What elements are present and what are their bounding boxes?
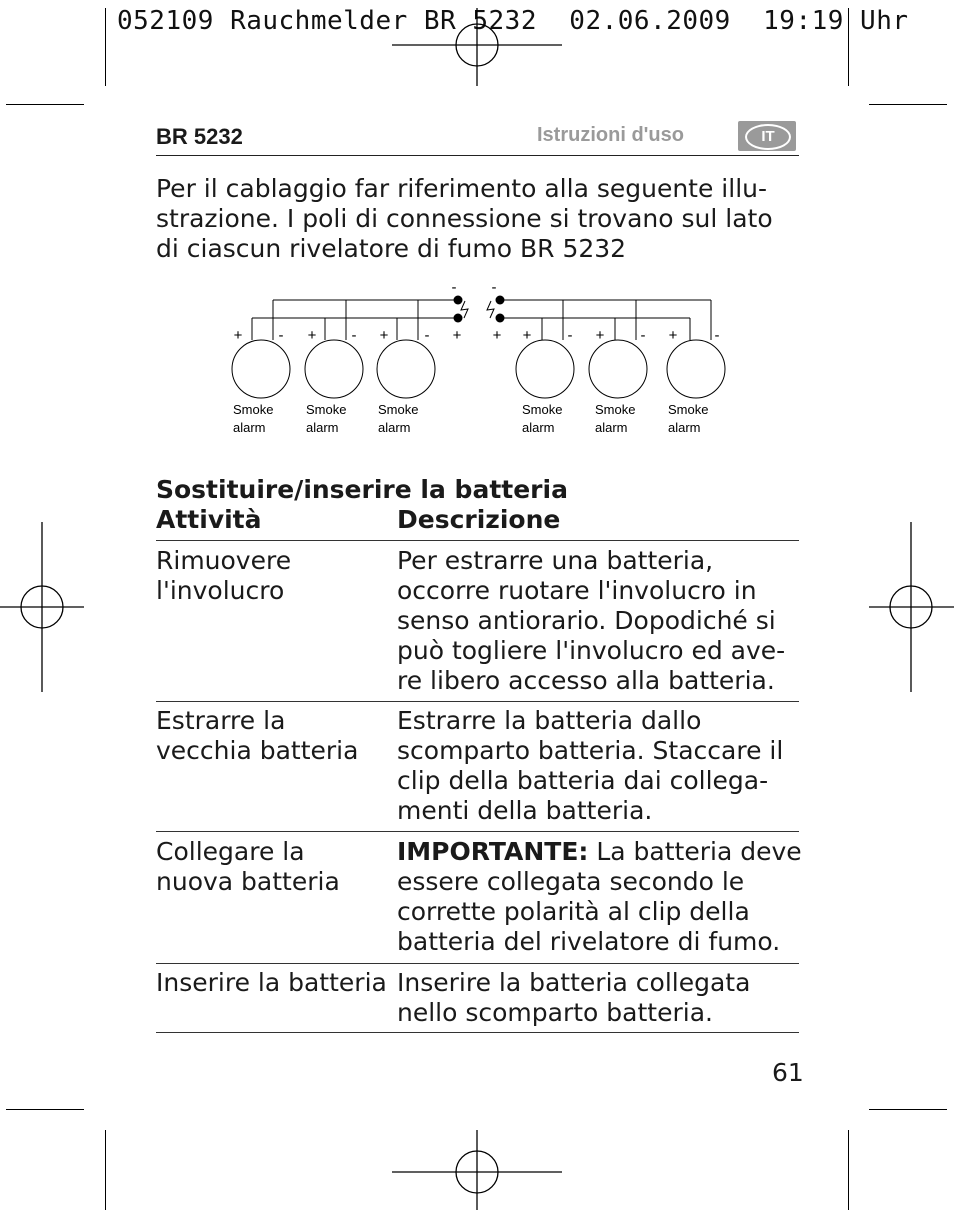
svg-text:alarm: alarm [378, 420, 411, 435]
wiring-diagram: - - + + + - + - + - + - + - + - Smoke alarm Smoke… [231, 280, 726, 435]
svg-text:-: - [492, 280, 497, 296]
svg-text:-: - [715, 327, 720, 344]
svg-text:+: + [453, 327, 462, 344]
svg-text:+: + [596, 327, 605, 344]
svg-text:+: + [308, 327, 317, 344]
table-rule [156, 701, 799, 702]
svg-text:Smoke: Smoke [378, 402, 418, 417]
section-title: Istruzioni d'uso [537, 124, 684, 146]
table-row-activity: Estrarre la vecchia batteria [156, 706, 359, 765]
important-label: IMPORTANTE: [397, 837, 589, 866]
svg-text:-: - [352, 327, 357, 344]
column-header-activity: Attività [156, 505, 262, 534]
table-row-activity: Inserire la batteria [156, 968, 387, 997]
svg-text:+: + [234, 327, 243, 344]
svg-text:Smoke: Smoke [233, 402, 273, 417]
svg-text:alarm: alarm [306, 420, 339, 435]
svg-text:alarm: alarm [668, 420, 701, 435]
language-badge-label: IT [745, 124, 791, 150]
header-divider [156, 155, 799, 156]
table-row-activity: Collegare la nuova batteria [156, 837, 340, 896]
svg-text:-: - [279, 327, 284, 344]
battery-section-title: Sostituire/inserire la batteria [156, 475, 568, 504]
svg-text:alarm: alarm [522, 420, 555, 435]
table-row-description: Per estrarre una batteria, occorre ruota… [397, 546, 786, 695]
svg-text:-: - [641, 327, 646, 344]
svg-text:Smoke: Smoke [306, 402, 346, 417]
intro-paragraph: Per il cablaggio far riferimento alla se… [156, 174, 806, 264]
svg-text:alarm: alarm [595, 420, 628, 435]
svg-text:Smoke: Smoke [522, 402, 562, 417]
print-slug: 052109 Rauchmelder BR 5232 02.06.2009 19… [117, 6, 909, 36]
svg-text:Smoke: Smoke [668, 402, 708, 417]
table-rule [156, 963, 799, 964]
table-row-description: Estrarre la batteria dallo scomparto bat… [397, 706, 784, 825]
column-header-description: Descrizione [397, 505, 561, 534]
table-rule [156, 1032, 799, 1033]
svg-text:+: + [523, 327, 532, 344]
intro-line: strazione. I poli di connessione si trov… [156, 204, 773, 233]
table-row-description: Inserire la batteria collegata nello sco… [397, 968, 751, 1027]
page-number: 61 [772, 1058, 804, 1087]
language-badge: IT [738, 121, 796, 151]
table-rule [156, 831, 799, 832]
product-title: BR 5232 [156, 124, 243, 149]
svg-text:+: + [380, 327, 389, 344]
intro-line: di ciascun rivelatore di fumo BR 5232 [156, 234, 627, 263]
table-rule [156, 540, 799, 541]
svg-text:-: - [568, 327, 573, 344]
table-row-activity: Rimuovere l'involucro [156, 546, 292, 605]
intro-line: Per il cablaggio far riferimento alla se… [156, 174, 768, 203]
svg-text:alarm: alarm [233, 420, 266, 435]
svg-text:-: - [452, 280, 457, 296]
table-row-description: IMPORTANTE: La batteria deve essere coll… [397, 837, 802, 956]
svg-text:+: + [669, 327, 678, 344]
svg-text:+: + [493, 327, 502, 344]
svg-text:Smoke: Smoke [595, 402, 635, 417]
svg-text:-: - [425, 327, 430, 344]
